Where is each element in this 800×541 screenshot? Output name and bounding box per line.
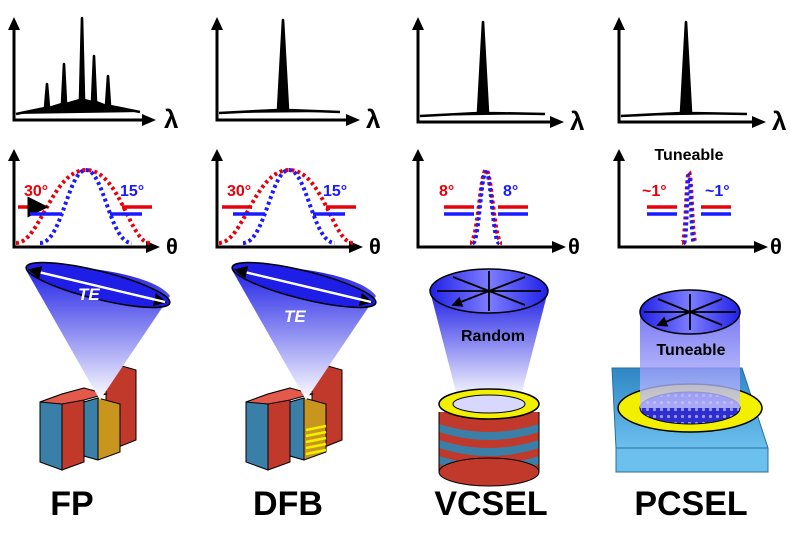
grating [305, 424, 327, 456]
device-vcsel: Random VCSEL [429, 268, 549, 523]
divergence-pcsel: ~1° ~1° Tuneable θ [613, 147, 782, 259]
divergence-axes [416, 153, 558, 249]
theta-label: θ [369, 234, 381, 259]
beam-label: TE [284, 307, 306, 326]
angle-wide-label: 8° [439, 183, 454, 200]
beam-profile-narrow [39, 167, 133, 245]
spectrum-pcsel: λ [613, 17, 787, 136]
device-name: VCSEL [434, 485, 547, 523]
left-block [245, 393, 269, 471]
spectrum-trace [15, 16, 141, 116]
device-name: DFB [253, 485, 323, 523]
dbr-layers [439, 424, 539, 472]
beam-profile-wide [15, 167, 151, 245]
divergence-vcsel: 8° 8° θ [412, 149, 580, 259]
beam-profile-wide [218, 167, 354, 245]
spectrum-axes [416, 20, 558, 124]
device-name: PCSEL [634, 485, 747, 523]
device-name: FP [50, 485, 93, 523]
axis-arrows [613, 149, 768, 253]
gain-section-side [83, 397, 99, 461]
spectrum-trace [218, 18, 341, 115]
beam-profile-narrow [471, 169, 501, 245]
angle-narrow-label: 15° [120, 183, 144, 200]
device-fp: TE FP [25, 261, 171, 523]
beam-profile-narrow [242, 167, 336, 245]
spectrum-trace [419, 20, 546, 118]
theta-label: θ [166, 234, 178, 259]
beam-label: Random [461, 328, 525, 345]
angle-wide-label: 30° [227, 183, 251, 200]
dbr-bottom [438, 457, 540, 487]
spectrum-dfb: λ [211, 17, 381, 134]
tuneable-angle-label: Tuneable [654, 147, 723, 164]
theta-label: θ [568, 234, 580, 259]
axis-arrows [8, 149, 160, 253]
angle-wide-label: ~1° [642, 183, 667, 200]
beam-profile-narrow [682, 172, 696, 245]
lambda-label: λ [366, 104, 381, 134]
divergence-axes [215, 153, 355, 249]
device-dfb: TE DFB [231, 261, 377, 523]
beam-label: TE [78, 285, 100, 304]
substrate-side [615, 447, 769, 473]
tuneable-polarization-arrows [644, 294, 736, 330]
gain-section-side [289, 397, 305, 461]
angle-narrow-label: 8° [503, 183, 518, 200]
beam-column [640, 312, 740, 408]
axis-arrows [211, 149, 363, 253]
beam-label: Tuneable [656, 342, 725, 359]
divergence-axes [617, 153, 760, 249]
theta-label: θ [770, 234, 782, 259]
left-block [39, 393, 63, 471]
divergence-dfb: 30° 15° θ [211, 149, 381, 259]
angle-wide-label: 30° [24, 183, 48, 200]
aperture [452, 394, 526, 414]
spectrum-trace [620, 20, 748, 118]
top-surface [245, 387, 314, 405]
angle-narrow-label: ~1° [705, 183, 730, 200]
lambda-label: λ [772, 106, 787, 136]
spectrum-fp: λ [8, 16, 179, 134]
spectrum-vcsel: λ [412, 17, 585, 136]
divergence-fp: 30° 15° θ [8, 149, 178, 259]
angle-narrow-label: 15° [323, 183, 347, 200]
random-polarization-arrows [437, 271, 541, 311]
beam-profile-wide [468, 167, 504, 245]
spectrum-axes [12, 20, 150, 122]
beam-cone [430, 291, 548, 400]
spectrum-axes [215, 20, 354, 122]
lambda-label: λ [164, 104, 179, 134]
axis-arrows [412, 149, 566, 253]
device-pcsel: Tuneable PCSEL [611, 289, 769, 523]
top-surface [39, 387, 108, 405]
spectrum-axes [617, 20, 760, 124]
lambda-label: λ [570, 106, 585, 136]
